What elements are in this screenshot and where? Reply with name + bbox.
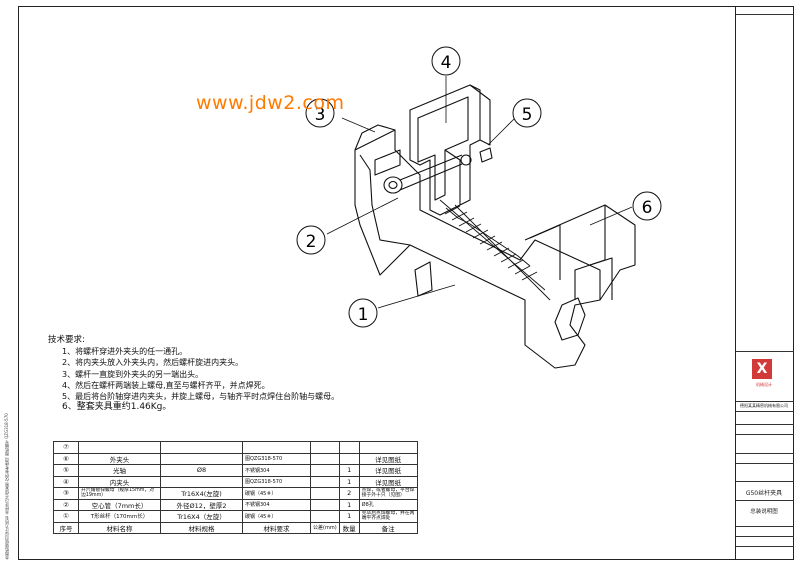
company-name: 德阳某某精密机械有限公司 <box>740 403 788 408</box>
svg-text:1: 1 <box>358 305 369 325</box>
company-logo: X 机械设计 <box>740 355 788 397</box>
note-line: 6、整套夹具重约1.46Kg。 <box>62 402 172 413</box>
logo-icon: X <box>752 359 772 379</box>
drawing-frame <box>18 6 794 560</box>
leader-lines <box>326 76 633 309</box>
logo-caption: 机械设计 <box>756 382 772 387</box>
note-line: 5、最后将台阶轴穿进内夹头，并旋上螺母，与轴齐平时点焊住台阶轴与螺母。 <box>62 392 340 402</box>
bottom-nut <box>414 261 433 297</box>
callout-4: 4 <box>431 46 461 76</box>
outer-clamp-edge <box>359 154 411 246</box>
svg-text:2: 2 <box>306 232 317 252</box>
table-row: ⑦ <box>53 441 418 454</box>
svg-text:3: 3 <box>315 105 326 125</box>
assembly-drawing: 3 4 5 6 2 1 <box>296 46 662 369</box>
part-name: G50丝杆夹具 <box>745 490 783 497</box>
svg-text:4: 4 <box>441 53 452 73</box>
notes-title: 技术要求: <box>48 335 85 345</box>
watermark-url: www.jdw2.com <box>196 92 345 114</box>
outer-clamp-body <box>354 129 601 369</box>
callout-3: 3 <box>305 98 335 128</box>
callout-2: 2 <box>296 225 326 255</box>
table-header-row: 序号材料名称材料规格材料要求公差(mm)数量备注 <box>53 521 418 534</box>
right-nut <box>554 297 586 341</box>
svg-text:6: 6 <box>642 198 653 218</box>
svg-text:5: 5 <box>522 105 533 125</box>
technical-notes: 技术要求: 1、将螺杆穿进外夹头的任一通孔。 2、将内夹头放入外夹头内，然后螺杆… <box>48 335 339 413</box>
note-line: 4、然后在螺杆两端装上螺母,直至与螺杆齐平，并点焊死。 <box>62 380 270 390</box>
callout-1: 1 <box>348 298 378 328</box>
callout-balloons: 3 4 5 6 2 1 <box>296 46 662 328</box>
note-line: 2、将内夹头放入外夹头内，然后螺杆旋进内夹头。 <box>62 358 244 368</box>
inner-clamp-frame <box>409 84 481 216</box>
outer-clamp-right-upright <box>524 204 636 301</box>
document-type: 总装说明图 <box>750 509 778 515</box>
note-line: 3、螺杆一直旋到外夹头的另一端出头。 <box>62 369 204 379</box>
title-block <box>735 6 794 560</box>
callout-6: 6 <box>632 191 662 221</box>
shaft-end <box>383 176 403 194</box>
lead-screw <box>439 199 551 301</box>
callout-5: 5 <box>512 98 542 128</box>
note-line: 1、将螺杆穿进外夹头的任一通孔。 <box>62 347 188 357</box>
